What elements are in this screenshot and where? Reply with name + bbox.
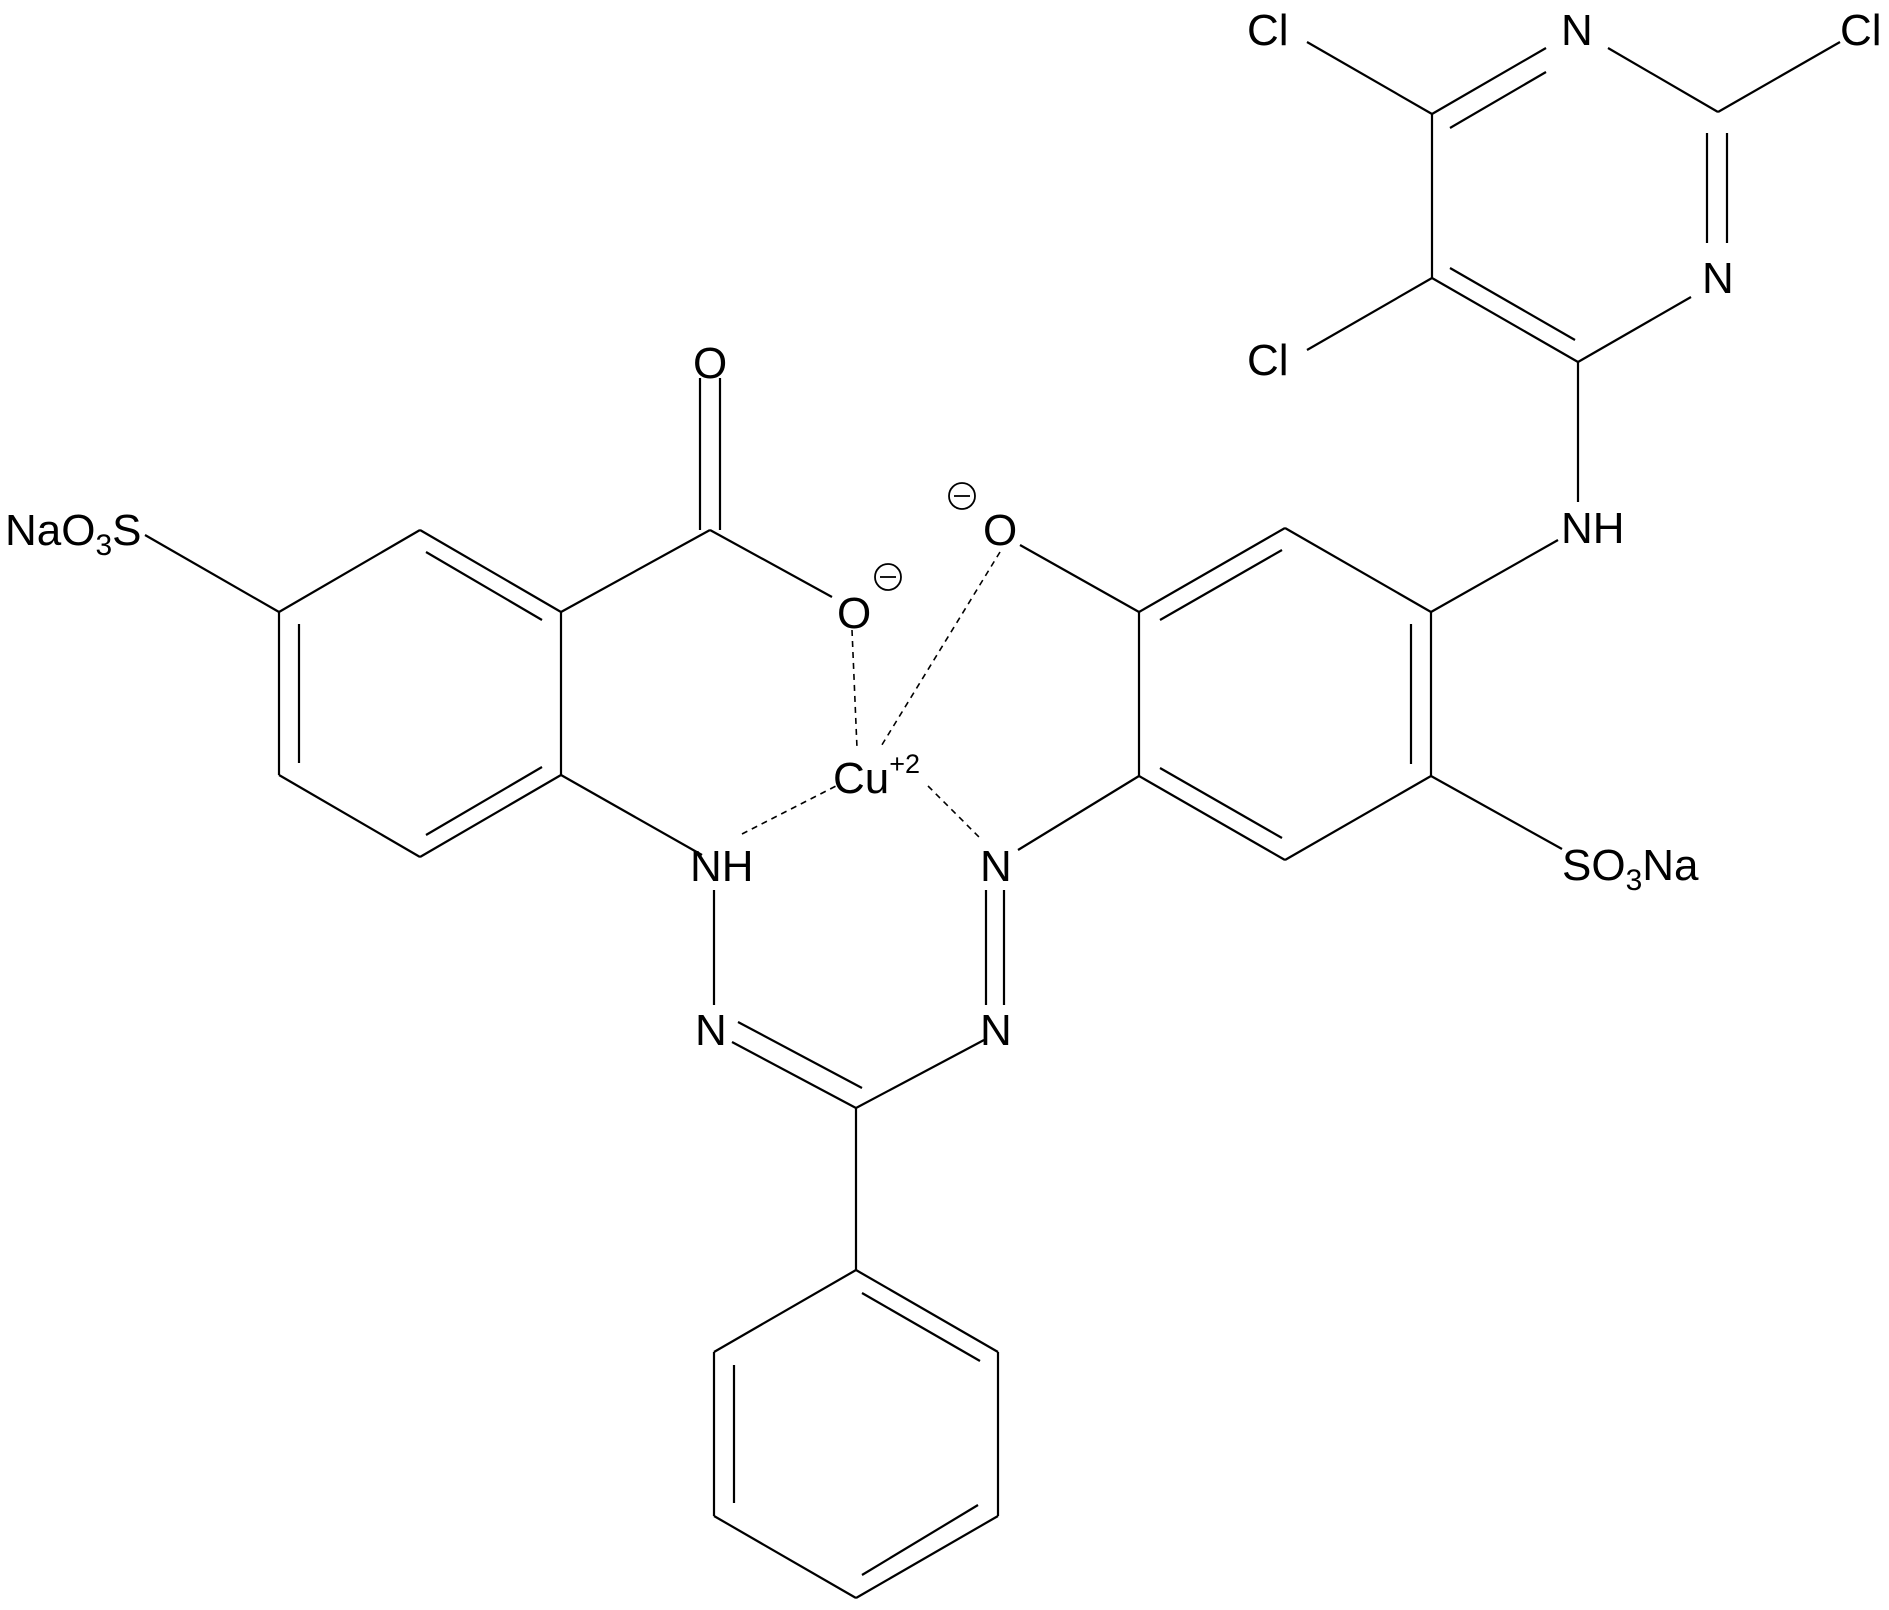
atom-labels: NaO3S O O O Cu+2 NH N N N NH SO3Na N N C… (5, 6, 1882, 1055)
label-n-formazan-right: N (980, 1006, 1012, 1055)
label-n-azo: N (980, 842, 1012, 891)
label-n-pyrimidine-1: N (1561, 6, 1593, 55)
label-carboxylate-oxygen: O (837, 589, 871, 638)
pyrimidine-ring (1430, 47, 1729, 363)
right-ring (1137, 527, 1433, 861)
label-nh-amino: NH (1561, 504, 1625, 553)
right-substituent-bonds (1019, 362, 1580, 850)
label-copper: Cu+2 (833, 749, 920, 803)
label-o3sNa: SO3Na (1562, 841, 1699, 897)
negative-charge-phenoxide (948, 482, 976, 510)
label-cl-2: Cl (1840, 6, 1882, 55)
copper-coordination-bonds (741, 551, 1001, 841)
label-phenoxide-oxygen: O (983, 506, 1017, 555)
label-cl-1: Cl (1247, 6, 1289, 55)
negative-charge-carboxylate (874, 563, 902, 591)
formazan-chain-bonds (731, 775, 1140, 1270)
label-n-formazan-left: N (695, 1006, 727, 1055)
left-ring (277, 529, 563, 858)
label-n-pyrimidine-3: N (1702, 254, 1734, 303)
left-substituent-bonds (144, 378, 833, 1005)
label-carbonyl-oxygen: O (693, 339, 727, 388)
label-nh-left: NH (690, 842, 754, 891)
label-cl-3: Cl (1247, 336, 1289, 385)
phenyl-ring (712, 1269, 1000, 1599)
chlorine-bonds (1306, 41, 1841, 351)
label-naO3S: NaO3S (5, 506, 142, 562)
